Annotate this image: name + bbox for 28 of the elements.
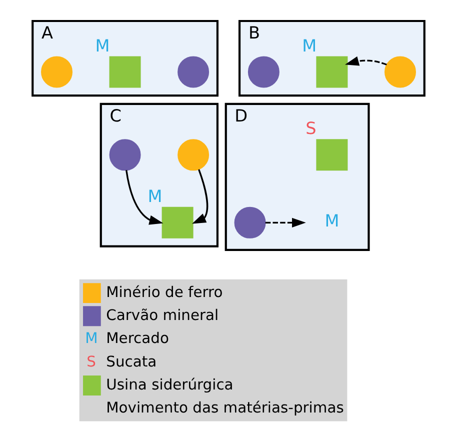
label: M bbox=[84, 330, 98, 348]
node-text: M bbox=[324, 210, 339, 231]
node-circle bbox=[234, 206, 266, 238]
legend-label: Carvão mineral bbox=[106, 307, 218, 324]
legend-label: Movimento das matérias-primas bbox=[106, 399, 344, 416]
node-box bbox=[108, 56, 140, 88]
node-circle bbox=[177, 139, 209, 171]
label: S bbox=[86, 353, 96, 370]
arrow bbox=[344, 56, 386, 66]
legend-label: Mercado bbox=[106, 330, 168, 348]
node-label: M bbox=[302, 35, 316, 56]
node-label: M bbox=[94, 35, 110, 56]
legend-label: Sucata bbox=[106, 353, 156, 370]
node-box bbox=[161, 206, 193, 238]
arrow bbox=[125, 170, 163, 225]
legend-label: Minério de ferro bbox=[106, 284, 222, 301]
node-label: M bbox=[147, 186, 162, 206]
arrow bbox=[264, 218, 306, 228]
node-box bbox=[316, 139, 348, 171]
node-circle bbox=[108, 139, 140, 171]
legend-label: Usina siderúrgica bbox=[106, 376, 233, 394]
node-circle bbox=[40, 56, 72, 88]
node-box bbox=[316, 56, 348, 88]
node-circle bbox=[177, 56, 209, 88]
arrow bbox=[192, 169, 208, 224]
node-label: S bbox=[305, 118, 316, 138]
node-circle bbox=[247, 56, 279, 88]
node-circle bbox=[384, 56, 416, 88]
